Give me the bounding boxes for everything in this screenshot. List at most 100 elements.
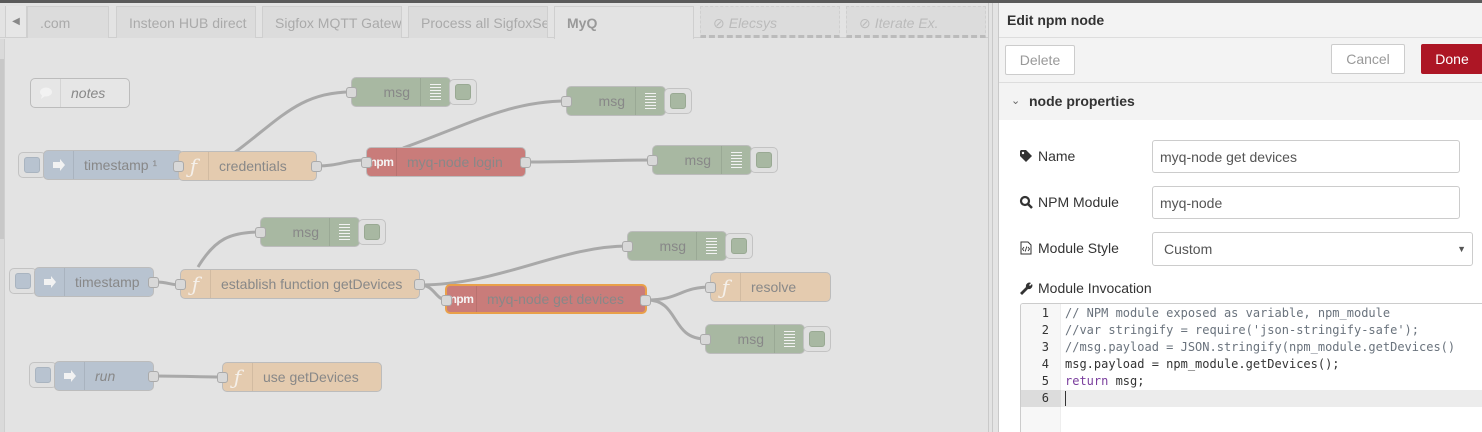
canvas-vertical-scrollbar[interactable] (0, 39, 5, 432)
inject-trigger-button[interactable] (18, 152, 46, 178)
output-port[interactable] (311, 161, 322, 172)
output-port[interactable] (148, 277, 159, 288)
input-port[interactable] (361, 157, 372, 168)
inject-trigger-button[interactable] (29, 362, 57, 388)
debug-list-icon (774, 325, 804, 353)
name-input[interactable]: myq-node get devices (1152, 140, 1460, 173)
input-port[interactable] (175, 279, 186, 290)
panel-resize-handle[interactable] (988, 3, 993, 432)
output-port[interactable] (640, 295, 651, 306)
node-properties-section-toggle[interactable]: ⌄ node properties (999, 83, 1482, 120)
function-node-establish-getdevices[interactable]: ƒ establish function getDevices (175, 269, 425, 299)
debug-toggle-button[interactable] (750, 147, 778, 173)
tray-toolbar: Delete Cancel Done (999, 38, 1482, 83)
debug-node-msg-6[interactable]: msg (700, 324, 805, 354)
input-port[interactable] (561, 96, 572, 107)
debug-toggle-button[interactable] (803, 326, 831, 352)
input-port[interactable] (441, 295, 452, 306)
debug-node-msg-5[interactable]: msg (622, 231, 727, 261)
tag-icon (1020, 150, 1032, 162)
module-invocation-row: Module Invocation (1019, 271, 1152, 305)
search-icon (1019, 195, 1033, 209)
done-button[interactable]: Done (1421, 44, 1482, 74)
npm-icon: npm (367, 148, 397, 176)
toggle-square (731, 238, 747, 254)
debug-toggle-button[interactable] (664, 88, 692, 114)
tab-elecsys[interactable]: ⊘Elecsys (700, 6, 840, 38)
input-port[interactable] (705, 282, 716, 293)
text-cursor (1065, 391, 1066, 406)
caret-left-icon: ◀ (12, 16, 20, 27)
toggle-square (455, 84, 471, 100)
scrollbar-thumb[interactable] (0, 59, 4, 239)
debug-node-msg-2[interactable]: msg (561, 86, 666, 116)
debug-node-msg-4[interactable]: msg (255, 217, 360, 247)
cancel-button[interactable]: Cancel (1331, 44, 1405, 74)
debug-list-icon (420, 78, 450, 106)
code-editor[interactable]: 1// NPM module exposed as variable, npm_… (1020, 303, 1482, 432)
toggle-square (756, 152, 772, 168)
output-port[interactable] (148, 371, 159, 382)
disabled-icon: ⊘ (713, 15, 725, 31)
debug-node-msg-1[interactable]: msg (346, 77, 451, 107)
input-port[interactable] (217, 372, 228, 383)
tab-iterate-ex[interactable]: ⊘Iterate Ex. (846, 6, 986, 38)
input-port[interactable] (255, 227, 266, 238)
input-port[interactable] (622, 241, 633, 252)
dropdown-caret-icon: ▼ (1457, 244, 1466, 254)
name-row: Name (1019, 139, 1152, 173)
function-icon: ƒ (223, 363, 253, 391)
flow-canvas[interactable]: notes timestamp ¹ ƒ credentials msg npm … (0, 39, 988, 432)
module-style-select[interactable]: Custom ▼ (1152, 232, 1473, 266)
input-port[interactable] (346, 87, 357, 98)
tab-sigfox-mqtt[interactable]: Sigfox MQTT Gatew (262, 6, 402, 38)
tab-process-sigfox[interactable]: Process all SigfoxSe (408, 6, 548, 38)
debug-list-icon (696, 232, 726, 260)
tab-scroll-left-button[interactable]: ◀ (5, 6, 27, 37)
inject-node-timestamp-1[interactable]: timestamp ¹ (43, 150, 188, 180)
tab-flow-1[interactable]: .com (27, 6, 109, 38)
function-node-use-getdevices[interactable]: ƒ use getDevices (217, 362, 382, 392)
debug-toggle-button[interactable] (449, 79, 477, 105)
chevron-down-icon: ⌄ (1011, 95, 1021, 107)
flow-tab-bar: ◀ .com Insteon HUB direct Sigfox MQTT Ga… (0, 3, 993, 39)
function-icon: ƒ (179, 152, 209, 180)
debug-node-msg-3[interactable]: msg (647, 145, 752, 175)
function-node-resolve[interactable]: ƒ resolve (705, 272, 831, 302)
disabled-icon: ⊘ (859, 15, 871, 31)
tab-myq[interactable]: MyQ (554, 6, 694, 39)
inject-arrow-icon (44, 151, 74, 179)
inject-node-timestamp-2[interactable]: timestamp (34, 267, 159, 297)
npm-node-myq-login[interactable]: npm myq-node login (361, 147, 531, 177)
input-port[interactable] (173, 161, 184, 172)
tray-title: Edit npm node (999, 3, 1482, 38)
npm-module-input[interactable]: myq-node (1152, 186, 1460, 219)
trigger-square (24, 157, 40, 173)
input-port[interactable] (647, 155, 658, 166)
comment-node-notes[interactable]: notes (30, 78, 130, 108)
toggle-square (364, 224, 380, 240)
debug-toggle-button[interactable] (725, 233, 753, 259)
trigger-square (15, 273, 31, 289)
debug-list-icon (635, 87, 665, 115)
inject-trigger-button[interactable] (9, 268, 37, 294)
debug-list-icon (721, 146, 751, 174)
input-port[interactable] (700, 334, 711, 345)
inject-arrow-icon (55, 362, 85, 390)
debug-list-icon (329, 218, 359, 246)
inject-node-run[interactable]: run (54, 361, 159, 391)
function-icon: ƒ (181, 270, 211, 298)
workspace: ◀ .com Insteon HUB direct Sigfox MQTT Ga… (0, 3, 993, 432)
comment-icon (31, 79, 61, 107)
code-line: 3//msg.payload = JSON.stringify(npm_modu… (1041, 340, 1456, 354)
output-port[interactable] (520, 157, 531, 168)
function-node-credentials[interactable]: ƒ credentials (173, 151, 322, 181)
output-port[interactable] (414, 279, 425, 290)
line-number-gutter (1021, 304, 1061, 432)
delete-button[interactable]: Delete (1005, 45, 1075, 75)
npm-node-myq-get-devices[interactable]: npm myq-node get devices (441, 284, 651, 314)
tab-insteon-hub[interactable]: Insteon HUB direct (116, 6, 256, 38)
debug-toggle-button[interactable] (358, 219, 386, 245)
